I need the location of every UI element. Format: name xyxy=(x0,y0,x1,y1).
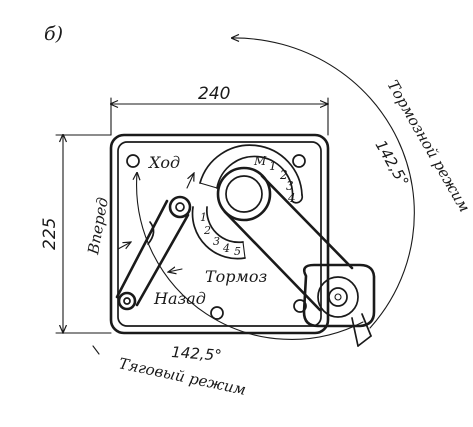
scale-mark: М xyxy=(253,154,267,168)
tormoz-label: Тормоз xyxy=(205,267,267,286)
scale-mark: 3 xyxy=(286,179,294,193)
width-value: 240 xyxy=(198,84,230,104)
scale-mark: 1 xyxy=(269,159,277,173)
brake-arc xyxy=(232,38,415,329)
traction-angle-value: 142,5° xyxy=(171,343,223,364)
scale-mark: 3 xyxy=(213,235,220,248)
handle-knob xyxy=(302,263,376,328)
scale-mark: 2 xyxy=(279,168,288,182)
brake-angle-value: 142,5° xyxy=(372,137,413,190)
scale-mark: 4 xyxy=(287,191,296,205)
height-dimension: 225 xyxy=(40,135,112,333)
forward-arrow xyxy=(186,173,194,189)
scale-mark: 4 xyxy=(222,242,230,255)
figure-label: б) xyxy=(44,23,63,45)
reverser-lever xyxy=(115,195,192,311)
traction-arc xyxy=(92,173,364,355)
scale-mark: 2 xyxy=(203,224,211,237)
controller-plate xyxy=(109,133,330,335)
vpered-label: Вперед xyxy=(84,196,112,257)
scale-mark: 5 xyxy=(234,245,241,258)
mounting-hole xyxy=(126,154,307,320)
nazad-label: Назад xyxy=(153,289,206,308)
upper-scale xyxy=(199,144,304,204)
width-dimension: 240 xyxy=(111,84,328,136)
reverse-arrow xyxy=(168,269,183,272)
scale-mark: 1 xyxy=(200,211,207,224)
hod-label: Ход xyxy=(147,153,180,172)
forward-arrow xyxy=(117,242,131,250)
height-value: 225 xyxy=(40,218,60,250)
lower-scale xyxy=(191,206,246,260)
brake-mode-label: Тормозной режим xyxy=(384,77,473,215)
